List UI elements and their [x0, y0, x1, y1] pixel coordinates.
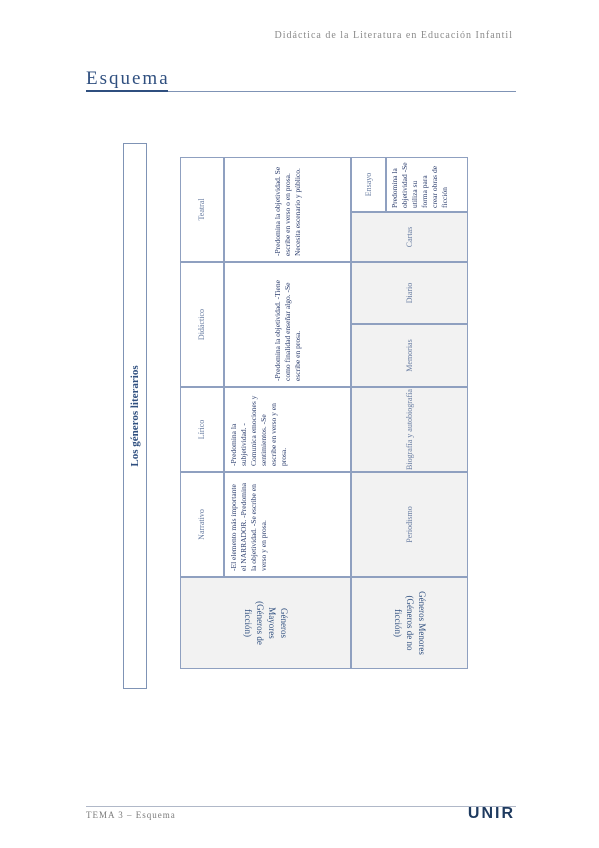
header-narrativo: Narrativo — [180, 472, 224, 577]
minor-ensayo-header: Ensayo — [351, 157, 386, 212]
minor-memorias: Memorias — [351, 324, 468, 387]
row-header-major: Géneros Mayores (Géneros de ficción) — [180, 577, 351, 669]
genre-title: Los géneros literarios — [129, 365, 141, 467]
text-didactico: -Predomina la objetividad. -Tiene como f… — [224, 262, 351, 387]
genres-table: Géneros Mayores (Géneros de ficción) Gén… — [180, 157, 468, 669]
title-underline-accent — [86, 90, 168, 92]
minor-diario: Diario — [351, 262, 468, 324]
text-lirico: -Predomina la subjetividad. -Comunica em… — [224, 387, 351, 472]
header-didactico: Didáctico — [180, 262, 224, 387]
minor-ensayo-text: Predomina la objetividad -Se utiliza su … — [386, 157, 468, 212]
page-title: Esquema — [86, 68, 170, 89]
text-narrativo: -El elemento más importante el NARRADOR.… — [224, 472, 351, 577]
genre-title-box: Los géneros literarios — [123, 143, 147, 689]
minor-biografia: Biografía y autobiografía — [351, 387, 468, 472]
minor-cartas: Cartas — [351, 212, 468, 262]
header-lirico: Lírico — [180, 387, 224, 472]
footer-text: TEMA 3 – Esquema — [86, 810, 176, 820]
unir-logo: UNIR — [467, 805, 515, 822]
text-teatral: -Predomina la objetividad. Se escribe en… — [224, 157, 351, 262]
footer-rule — [86, 806, 516, 807]
title-underline — [86, 91, 516, 92]
header-teatral: Teatral — [180, 157, 224, 262]
row-header-minor: Géneros Menores (Géneros de no ficción) — [351, 577, 468, 669]
minor-periodismo: Periodismo — [351, 472, 468, 577]
header-course-title: Didáctica de la Literatura en Educación … — [274, 30, 513, 41]
